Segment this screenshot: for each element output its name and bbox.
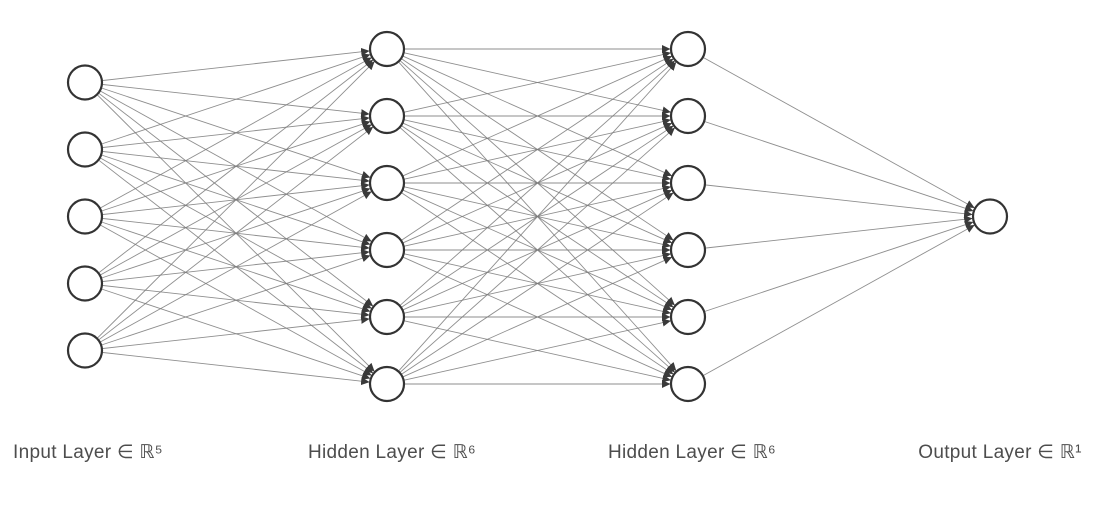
edge-line <box>96 61 375 339</box>
hidden-layer-2-label: Hidden Layer ∈ ℝ⁶ <box>607 442 777 463</box>
output-layer-node <box>971 198 1009 235</box>
edge-line <box>101 315 370 350</box>
edge-line <box>101 351 370 386</box>
edge-line <box>99 191 372 343</box>
edge-line <box>98 126 374 341</box>
nodes-group <box>66 30 1009 403</box>
edge-line <box>398 62 677 372</box>
input-layer-node <box>66 332 104 369</box>
hidden-layer-1-node <box>368 164 406 202</box>
edge-line <box>702 224 975 377</box>
edge-line <box>399 127 675 374</box>
edge-line <box>704 184 973 218</box>
edge-line <box>400 192 674 375</box>
hidden-layer-1-node <box>368 365 406 403</box>
hidden-layer-1-node <box>368 298 406 336</box>
edge-line <box>99 57 372 209</box>
edge-line <box>101 47 370 82</box>
edge-line <box>402 55 673 177</box>
edge-line <box>704 215 973 249</box>
edge-line <box>100 53 371 145</box>
edge-line <box>400 58 674 241</box>
input-layer-label: Input Layer ∈ ℝ⁵ <box>13 442 163 463</box>
edge-line <box>702 56 975 209</box>
hidden-layer-1-node <box>368 30 406 68</box>
edge-line <box>403 318 671 381</box>
edges-group <box>96 45 975 388</box>
edge-line <box>399 60 675 307</box>
hidden-layer-1-node <box>368 97 406 135</box>
hidden-layer-1-node <box>368 231 406 269</box>
edge-line <box>402 256 673 378</box>
edge-line <box>703 220 974 313</box>
hidden-layer-2-node <box>669 365 707 403</box>
hidden-layer-2-node <box>669 298 707 336</box>
input-layer-node <box>66 64 104 101</box>
hidden-layer-2-node <box>669 164 707 202</box>
hidden-layer-2-node <box>669 231 707 269</box>
hidden-layer-2-node <box>669 30 707 68</box>
output-layer-label: Output Layer ∈ ℝ¹ <box>918 442 1082 463</box>
hidden-layer-1-label: Hidden Layer ∈ ℝ⁶ <box>307 442 477 463</box>
edge-line <box>403 50 671 113</box>
input-layer-node <box>66 131 104 168</box>
hidden-layer-2-node <box>669 97 707 135</box>
edge-line <box>98 59 374 274</box>
input-layer-node <box>66 265 104 302</box>
edge-line <box>100 254 371 346</box>
edge-line <box>703 120 974 213</box>
input-layer-node <box>66 198 104 235</box>
